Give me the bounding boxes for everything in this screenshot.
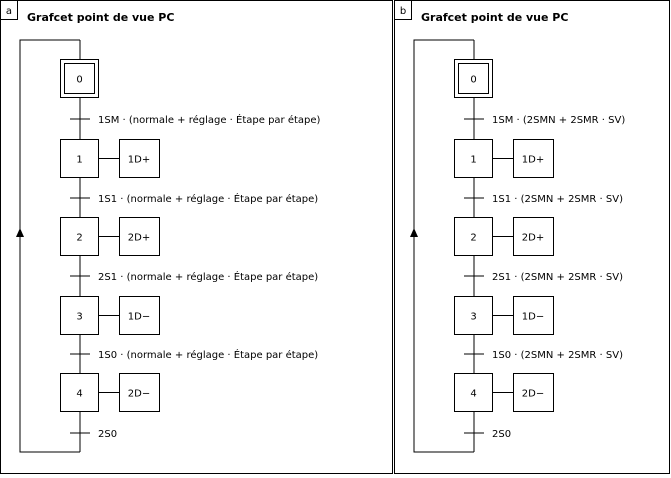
action-box [513, 139, 554, 178]
step-box [454, 296, 493, 335]
panel-tag-box [0, 0, 18, 20]
action-box [119, 373, 160, 412]
transition-receptivity: 1S0 · (2SMN + 2SMR · SV) [492, 350, 623, 361]
step-box [60, 296, 99, 335]
action-label: 1D+ [522, 155, 544, 166]
step-box [60, 217, 99, 256]
panel-title: Grafcet point de vue PC [421, 11, 568, 24]
action-label: 1D+ [128, 155, 150, 166]
panel-tag-label: b [400, 6, 406, 17]
panel-tag-label: a [6, 6, 12, 17]
panel-tag-box [394, 0, 412, 20]
initial-step-inner-box [64, 63, 95, 94]
step-box [454, 139, 493, 178]
step-number: 1 [470, 155, 476, 166]
action-box [513, 296, 554, 335]
step-number: 0 [470, 75, 476, 86]
step-number: 1 [76, 155, 82, 166]
step-number: 2 [470, 233, 476, 244]
transition-receptivity: 1SM · (normale + réglage · Étape par éta… [98, 113, 321, 126]
step-number: 3 [76, 312, 82, 323]
step-box [60, 139, 99, 178]
step-number: 2 [76, 233, 82, 244]
transition-receptivity: 2S1 · (normale + réglage · Étape par éta… [98, 270, 318, 283]
action-box [119, 296, 160, 335]
transition-receptivity: 2S0 [98, 429, 117, 440]
transition-receptivity: 1S1 · (2SMN + 2SMR · SV) [492, 194, 623, 205]
grafcet-panel-b: b Grafcet point de vue PC 1SM · (2SMN + 2S… [394, 0, 670, 474]
return-arrow-icon [410, 228, 418, 237]
step-box [454, 373, 493, 412]
step-number: 0 [76, 75, 82, 86]
action-label: 2D− [522, 389, 544, 400]
action-box [513, 217, 554, 256]
action-box [119, 139, 160, 178]
transition-receptivity: 1SM · (2SMN + 2SMR · SV) [492, 115, 625, 126]
step-number: 3 [470, 312, 476, 323]
action-label: 2D+ [128, 233, 150, 244]
transition-receptivity: 1S0 · (normale + réglage · Étape par éta… [98, 348, 318, 361]
transition-receptivity: 2S0 [492, 429, 511, 440]
initial-step-inner-box [458, 63, 489, 94]
return-loop-line [19, 39, 80, 453]
transition-receptivity: 1S1 · (normale + réglage · Étape par éta… [98, 192, 318, 205]
action-box [513, 373, 554, 412]
grafcet-panel-a: a Grafcet point de vue PC 1SM · (normale +… [0, 0, 393, 474]
step-number: 4 [76, 389, 82, 400]
action-label: 2D− [128, 389, 150, 400]
action-label: 1D− [522, 312, 544, 323]
step-number: 4 [470, 389, 476, 400]
panel-frame [0, 0, 393, 474]
action-label: 2D+ [522, 233, 544, 244]
return-arrow-icon [16, 228, 24, 237]
panel-title: Grafcet point de vue PC [27, 11, 174, 24]
transition-receptivity: 2S1 · (2SMN + 2SMR · SV) [492, 272, 623, 283]
action-box [119, 217, 160, 256]
action-label: 1D− [128, 312, 150, 323]
return-loop-line [413, 39, 474, 453]
